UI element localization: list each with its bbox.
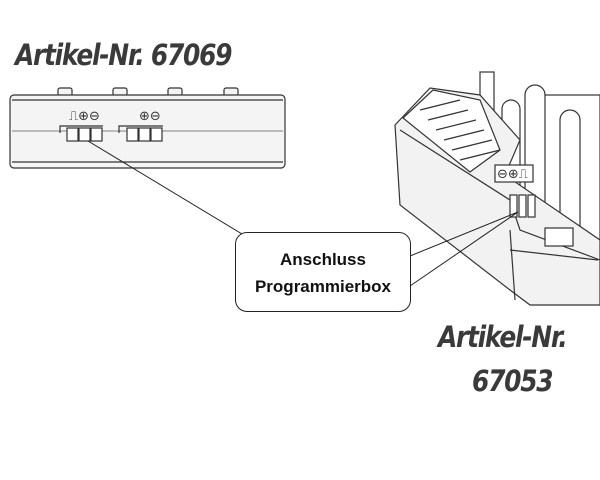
left-port-symbols-2: ⊕⊖ bbox=[139, 109, 161, 124]
left-device bbox=[9, 87, 286, 169]
callout-line2: Programmierbox bbox=[254, 277, 392, 296]
right-device-title-line1: Artikel-Nr. bbox=[438, 320, 568, 354]
left-port-symbols-1: ⎍⊕⊖ bbox=[69, 109, 100, 124]
callout-box: Anschluss Programmierbox bbox=[235, 232, 411, 312]
right-device-title-line2: 67053 bbox=[472, 364, 554, 398]
left-connector-2 bbox=[118, 125, 163, 142]
right-connector bbox=[509, 194, 536, 218]
left-connector-1 bbox=[59, 125, 103, 142]
right-device bbox=[394, 71, 600, 306]
leader-lines bbox=[87, 140, 519, 287]
callout-line1: Anschluss bbox=[280, 250, 366, 269]
left-device-title: Artikel-Nr. 67069 bbox=[15, 38, 232, 72]
right-port-symbols: ⊖⊕⎍ bbox=[497, 167, 528, 182]
